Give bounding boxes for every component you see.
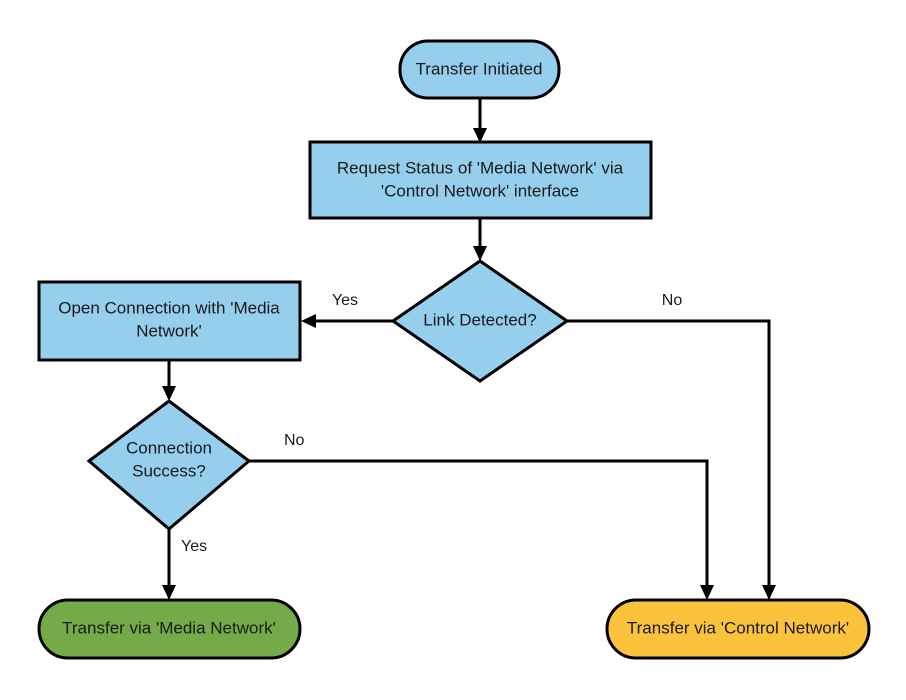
- edge-start-to-request-status: [473, 98, 487, 143]
- edge-label-link-detected-no: No: [662, 292, 683, 309]
- node-open-connection[interactable]: Open Connection with 'Media Network': [37, 280, 302, 362]
- edge-connection-success-no: No: [249, 432, 714, 600]
- node-connection-success[interactable]: Connection Success?: [86, 399, 252, 531]
- node-transfer-control-network[interactable]: Transfer via 'Control Network': [605, 598, 871, 660]
- node-label-request-status-line2: 'Control Network' interface: [381, 181, 579, 200]
- arrowhead-icon: [301, 314, 316, 328]
- arrowhead-icon: [473, 246, 487, 261]
- node-label-connection-success-line2: Success?: [132, 461, 206, 480]
- edge-label-connection-success-yes: Yes: [181, 538, 207, 555]
- node-shape-process[interactable]: [37, 280, 302, 362]
- edge-line: [249, 459, 709, 592]
- node-label-request-status-line1: Request Status of 'Media Network' via: [337, 158, 624, 177]
- node-shape-process[interactable]: [308, 140, 653, 220]
- node-label-transfer-media-network: Transfer via 'Media Network': [62, 618, 276, 637]
- edge-label-connection-success-no: No: [284, 432, 305, 449]
- edge-label-link-detected-yes: Yes: [332, 292, 358, 309]
- node-label-open-connection-line2: Network': [136, 321, 202, 340]
- edge-link-detected-no: No: [567, 292, 776, 600]
- node-label-transfer-control-network: Transfer via 'Control Network': [627, 618, 849, 637]
- node-shape-terminal[interactable]: [398, 39, 561, 100]
- node-label-link-detected: Link Detected?: [423, 310, 536, 329]
- edge-link-detected-yes: Yes: [301, 292, 393, 328]
- edge-line: [567, 319, 771, 592]
- arrowhead-icon: [162, 386, 176, 401]
- edge-open-connection-to-connection-success: [162, 360, 176, 401]
- node-request-status[interactable]: Request Status of 'Media Network' via 'C…: [308, 140, 653, 220]
- node-label-connection-success-line1: Connection: [126, 438, 212, 457]
- node-link-detected[interactable]: Link Detected?: [390, 259, 570, 383]
- arrowhead-icon: [762, 585, 776, 600]
- node-transfer-media-network[interactable]: Transfer via 'Media Network': [37, 598, 302, 660]
- arrowhead-icon: [162, 585, 176, 600]
- node-shape-terminal[interactable]: [605, 598, 871, 660]
- node-label-open-connection-line1: Open Connection with 'Media: [58, 298, 280, 317]
- node-shape-terminal[interactable]: [37, 598, 302, 660]
- node-shape-decision[interactable]: [86, 399, 252, 531]
- node-label-transfer-initiated: Transfer Initiated: [416, 59, 543, 78]
- node-transfer-initiated[interactable]: Transfer Initiated: [398, 39, 561, 100]
- edge-request-status-to-link-detected: [473, 218, 487, 261]
- arrowhead-icon: [473, 128, 487, 143]
- node-shape-decision[interactable]: [390, 259, 570, 383]
- edge-connection-success-yes: Yes: [162, 529, 207, 600]
- arrowhead-icon: [700, 585, 714, 600]
